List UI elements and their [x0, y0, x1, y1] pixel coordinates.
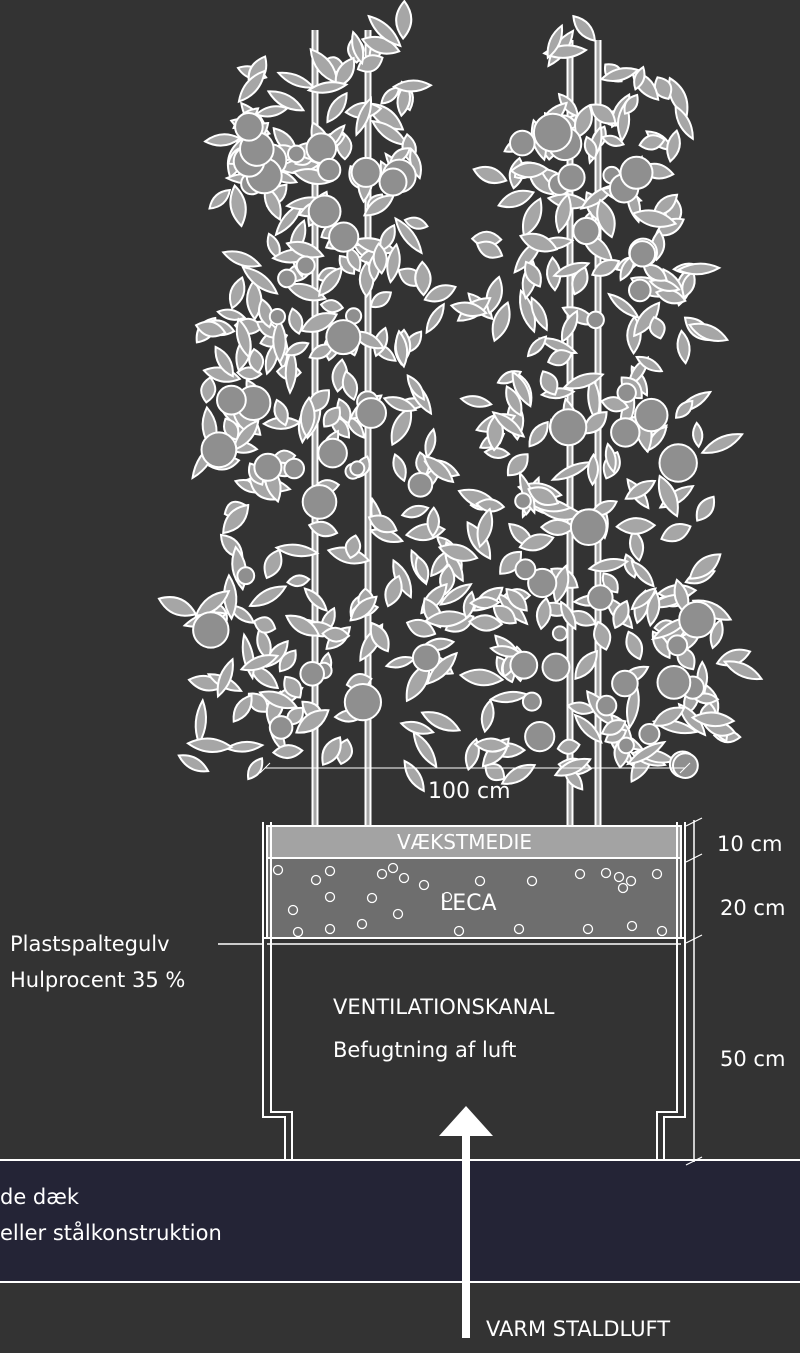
- warm-air-label: VARM STALDLUFT: [486, 1319, 670, 1340]
- channel-title: VENTILATIONSKANAL: [333, 997, 554, 1018]
- dim-leca-label: 20 cm: [720, 898, 785, 919]
- channel-subtitle: Befugtning af luft: [333, 1040, 516, 1061]
- width-dimension-label: 100 cm: [428, 781, 511, 803]
- tomato-plant: [419, 12, 764, 830]
- leca-label: LECA: [440, 893, 497, 915]
- dim-growth-medium-label: 10 cm: [717, 834, 782, 855]
- dim-channel-label: 50 cm: [720, 1049, 785, 1070]
- growth-medium-label: VÆKSTMEDIE: [397, 832, 532, 852]
- slab-label-line1: de dæk: [0, 1187, 79, 1208]
- floor-label-line1: Plastspaltegulv: [10, 934, 170, 955]
- slab-label-line2: eller stålkonstruktion: [0, 1223, 222, 1244]
- tomato-plants-icon: [156, 1, 764, 830]
- planter-box: [263, 822, 685, 1160]
- tomato-plant: [156, 1, 467, 830]
- floor-label-line2: Hulprocent 35 %: [10, 970, 185, 991]
- dimension-line-right: [686, 818, 702, 1165]
